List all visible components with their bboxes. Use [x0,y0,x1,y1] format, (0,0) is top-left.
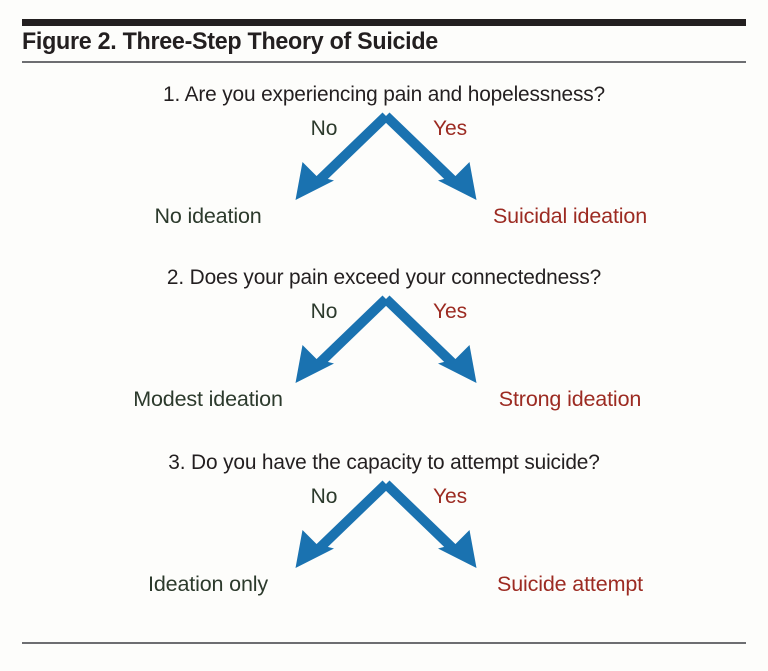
step-2-yes-label: Yes [433,300,467,323]
step-1-question: 1. Are you experiencing pain and hopeles… [162,82,606,106]
arrow-right-head [438,345,477,383]
step-1-branch-arrows [295,112,477,200]
step-2-no-outcome: Modest ideation [133,387,283,411]
arrow-right-shaft [382,295,459,369]
title-underline-rule [22,61,746,63]
arrow-right-head [438,162,477,200]
step-1-yes-label: Yes [433,117,467,140]
step-3-branch-arrows [295,480,477,568]
step-2-no-label: No [310,300,338,323]
step-2-yes-outcome: Strong ideation [498,387,642,411]
step-1-no-outcome: No ideation [154,204,262,228]
arrow-left-head [295,345,334,383]
arrow-left-shaft [313,480,390,554]
step-3-question: 3. Do you have the capacity to attempt s… [168,450,600,474]
arrow-right-shaft [382,112,459,186]
step-1-no-label: No [310,117,338,140]
step-1-yes-outcome: Suicidal ideation [492,204,648,228]
arrow-right-head [438,530,477,568]
figure-title: Figure 2. Three-Step Theory of Suicide [22,28,438,55]
step-2-branch-arrows [295,295,477,383]
step-3-yes-outcome: Suicide attempt [497,572,643,596]
step-3-yes-label: Yes [433,485,467,508]
arrow-left-head [295,162,334,200]
arrow-left-shaft [313,112,390,186]
step-3-no-label: No [310,485,338,508]
arrow-left-shaft [313,295,390,369]
arrow-left-head [295,530,334,568]
bottom-rule [22,642,746,644]
step-3-no-outcome: Ideation only [148,572,268,596]
top-rule-thick [22,19,746,26]
step-2-question: 2. Does your pain exceed your connectedn… [166,265,602,289]
arrow-right-shaft [382,480,459,554]
